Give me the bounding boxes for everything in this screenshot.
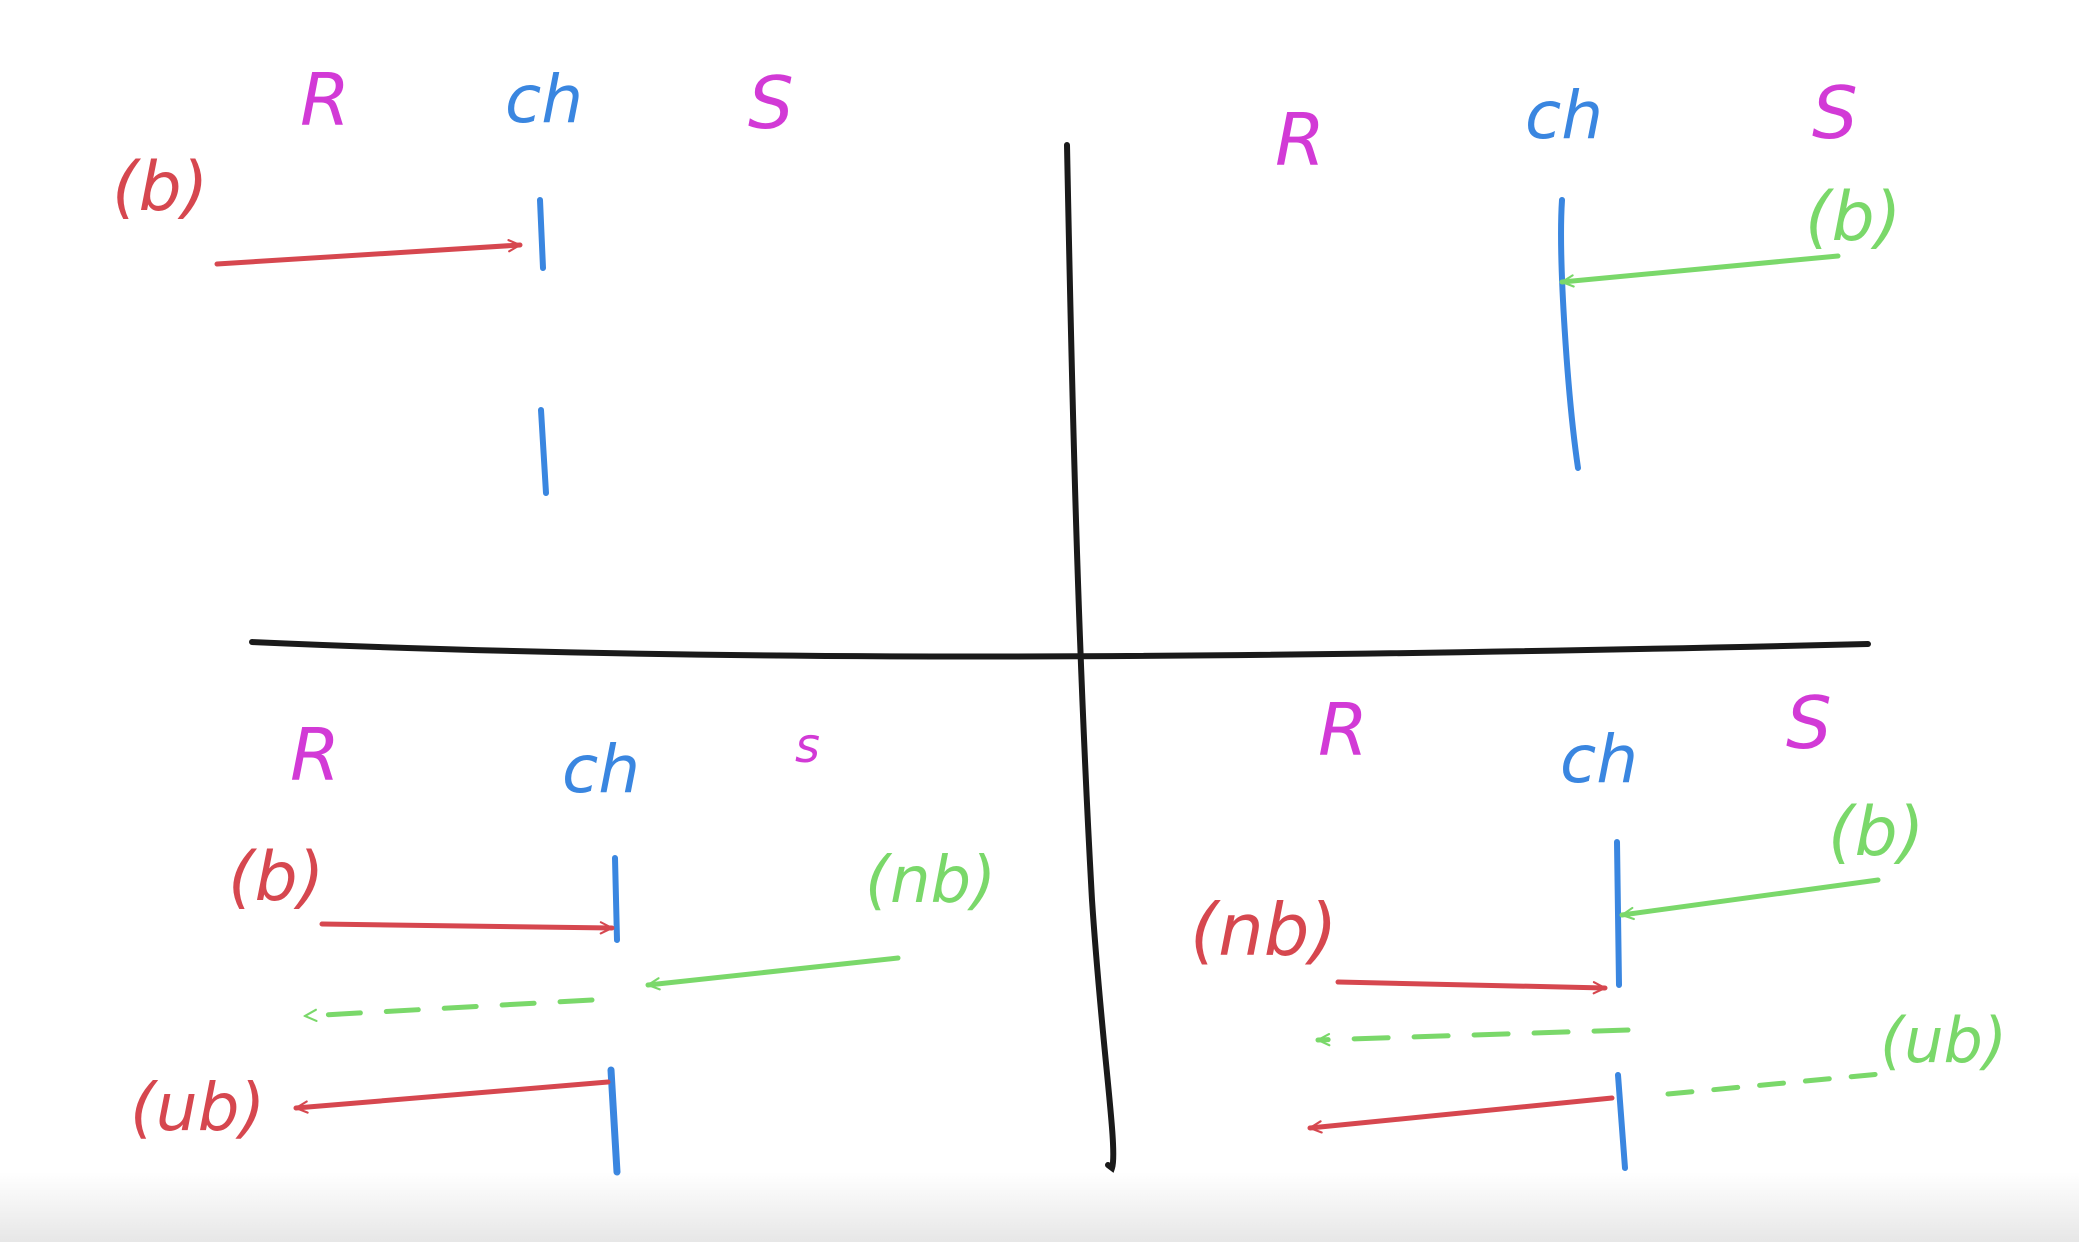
channel-header: ch bbox=[505, 61, 583, 138]
quadrant-bottom-right: R ch S (b) (nb) (ub) bbox=[1190, 681, 2007, 1171]
handoff-dashed-arrow bbox=[1315, 1027, 1631, 1040]
receiver-unblock-label: (ub) bbox=[130, 1069, 265, 1146]
channel-lifeline-lower bbox=[538, 407, 549, 496]
receive-arrow bbox=[214, 245, 523, 267]
send-arrow bbox=[1559, 253, 1841, 282]
sender-header: S bbox=[1786, 681, 1832, 765]
unblock-arrow bbox=[293, 1079, 611, 1108]
sender-header: s bbox=[795, 718, 820, 774]
sender-block-label: (b) bbox=[1828, 793, 1924, 872]
channel-header: ch bbox=[1525, 77, 1603, 154]
receive-arrow bbox=[1335, 979, 1608, 988]
sender-header: S bbox=[748, 61, 794, 145]
send-arrow bbox=[645, 955, 901, 985]
channel-lifeline-upper bbox=[612, 855, 620, 943]
receiver-block-label: (b) bbox=[228, 838, 324, 917]
sender-unblock-label: (ub) bbox=[1880, 1004, 2007, 1077]
unblock-dashed-line bbox=[1665, 1071, 1883, 1097]
quadrant-top-left: R ch S (b) bbox=[112, 58, 794, 496]
receiver-block-label: (b) bbox=[112, 148, 208, 227]
sender-header: S bbox=[1812, 71, 1858, 155]
send-arrow bbox=[1619, 877, 1881, 915]
receiver-header: R bbox=[300, 58, 350, 142]
vertical-divider bbox=[1064, 142, 1117, 1173]
sender-block-label: (b) bbox=[1805, 178, 1901, 257]
unblock-arrow bbox=[1307, 1095, 1615, 1128]
handoff-dashed-arrow bbox=[302, 997, 595, 1016]
bottom-shadow bbox=[0, 1172, 2079, 1242]
channel-lifeline-lower bbox=[607, 1066, 621, 1176]
sender-nonblock-label: (nb) bbox=[865, 844, 996, 918]
quadrant-bottom-left: R ch s (b) (nb) (ub) bbox=[130, 713, 996, 1176]
quadrant-top-right: R ch S (b) bbox=[1275, 71, 1901, 471]
receiver-header: R bbox=[1318, 688, 1368, 772]
horizontal-divider bbox=[249, 639, 1871, 660]
channel-lifeline-lower bbox=[1615, 1072, 1628, 1171]
receiver-nonblock-label: (nb) bbox=[1190, 888, 1338, 972]
receiver-header: R bbox=[290, 713, 340, 797]
receiver-header: R bbox=[1275, 98, 1325, 182]
channel-header: ch bbox=[1560, 721, 1638, 798]
channel-lifeline-upper bbox=[537, 197, 546, 271]
receive-arrow bbox=[319, 924, 615, 928]
channel-lifeline bbox=[1558, 197, 1581, 471]
quadrant-dividers bbox=[249, 142, 1871, 1173]
channel-header: ch bbox=[562, 731, 640, 808]
channel-lifeline-upper bbox=[1614, 839, 1622, 988]
